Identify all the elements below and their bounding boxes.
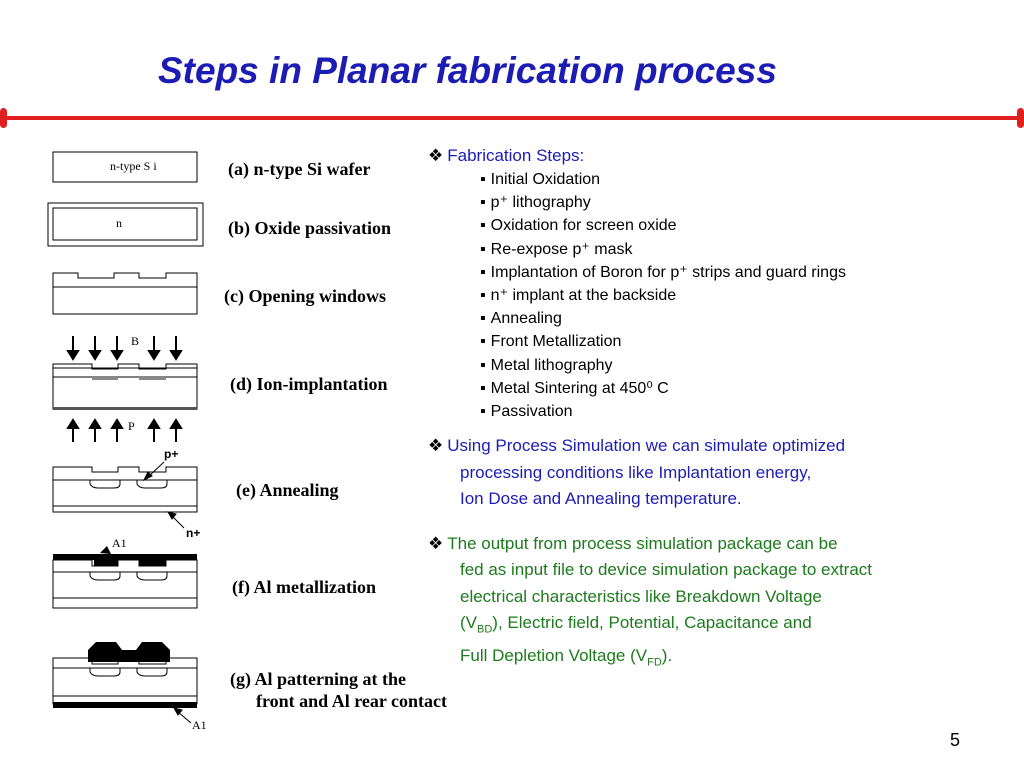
output-line: Full Depletion Voltage (VFD). xyxy=(460,646,673,669)
wafer-f xyxy=(52,571,198,609)
output-line: electrical characteristics like Breakdow… xyxy=(460,586,822,606)
wafer-b xyxy=(52,207,198,241)
list-item: Metal Sintering at 450⁰ C xyxy=(480,377,1018,400)
wafer-a-label: n-type S i xyxy=(110,159,157,173)
oxide-f xyxy=(52,559,198,572)
simulation-paragraph: ❖Using Process Simulation we can simulat… xyxy=(428,433,1018,513)
wafer-g xyxy=(52,667,198,705)
output-line: (VBD), Electric field, Potential, Capaci… xyxy=(460,613,812,636)
fabrication-figure: n-type S i n B P p+ n+ A1 A1 (a) n-type … xyxy=(36,140,488,740)
step-a-label: (a) n-type Si wafer xyxy=(228,159,371,179)
simulation-line: processing conditions like Implantation … xyxy=(460,462,812,482)
implant-p2 xyxy=(139,376,166,380)
page-number: 5 xyxy=(950,730,961,750)
n-plus-label: n+ xyxy=(186,526,201,540)
implant-p1 xyxy=(92,376,118,380)
list-item: Annealing xyxy=(480,307,1018,330)
fabrication-steps-title: Fabrication Steps: xyxy=(447,146,585,165)
list-item: Metal lithography xyxy=(480,354,1018,377)
diamond-bullet-icon: ❖ xyxy=(428,533,444,553)
list-item: Implantation of Boron for p⁺ strips and … xyxy=(480,261,1018,284)
fabrication-steps-list: Initial Oxidation p⁺ lithography Oxidati… xyxy=(428,168,1018,423)
step-c-label: (c) Opening windows xyxy=(224,286,387,306)
al-f-label: A1 xyxy=(112,536,127,550)
implant-back xyxy=(53,407,197,410)
wafer-a xyxy=(52,151,198,183)
step-b-label: (b) Oxide passivation xyxy=(228,218,392,238)
rear-al-g xyxy=(53,702,197,708)
content-text: ❖Fabrication Steps: Initial Oxidation p⁺… xyxy=(428,144,1018,676)
oxide-g xyxy=(52,657,198,668)
step-g-label-line1: (g) Al patterning at the xyxy=(230,669,406,689)
step-g-label-line2: front and Al rear contact xyxy=(256,691,447,711)
slide-title: Steps in Planar fabrication process xyxy=(158,50,777,91)
simulation-line: Ion Dose and Annealing temperature. xyxy=(460,489,742,509)
step-e-label: (e) Annealing xyxy=(236,480,339,500)
al-g-label: A1 xyxy=(192,718,207,732)
title-rule xyxy=(0,116,1024,120)
wafer-c xyxy=(52,286,198,315)
list-item: p⁺ lithography xyxy=(480,191,1018,214)
list-item: Re-expose p⁺ mask xyxy=(480,238,1018,261)
al-pattern-g xyxy=(88,642,170,662)
step-d-label: (d) Ion-implantation xyxy=(230,374,388,394)
output-paragraph: ❖The output from process simulation pack… xyxy=(428,531,1018,676)
oxide-b xyxy=(47,202,204,247)
wafer-e xyxy=(52,479,198,513)
pplus-e2 xyxy=(136,480,168,489)
list-item: n⁺ implant at the backside xyxy=(480,284,1018,307)
list-item: Front Metallization xyxy=(480,330,1018,353)
fabrication-steps-heading: ❖Fabrication Steps: xyxy=(428,144,1018,168)
output-line: The output from process simulation packa… xyxy=(447,533,838,553)
simulation-line: Using Process Simulation we can simulate… xyxy=(447,436,846,456)
phosphorus-label: P xyxy=(128,419,135,433)
title-rule-right-cap xyxy=(1017,108,1024,128)
diamond-bullet-icon: ❖ xyxy=(428,436,444,456)
list-item: Initial Oxidation xyxy=(480,168,1018,191)
pplus-e1 xyxy=(89,480,121,489)
wafer-d xyxy=(52,376,198,410)
list-item: Oxidation for screen oxide xyxy=(480,214,1018,237)
oxide-d xyxy=(52,363,198,377)
list-item: Passivation xyxy=(480,400,1018,423)
step-f-label: (f) Al metallization xyxy=(232,577,376,597)
boron-label: B xyxy=(131,334,140,348)
wafer-b-label: n xyxy=(116,216,122,230)
diamond-bullet-icon: ❖ xyxy=(428,146,444,165)
output-line: fed as input file to device simulation p… xyxy=(460,560,873,580)
oxide-c xyxy=(52,272,198,287)
oxide-e xyxy=(52,466,198,480)
fabrication-diagram xyxy=(47,151,204,724)
p-plus-label: p+ xyxy=(164,447,179,461)
